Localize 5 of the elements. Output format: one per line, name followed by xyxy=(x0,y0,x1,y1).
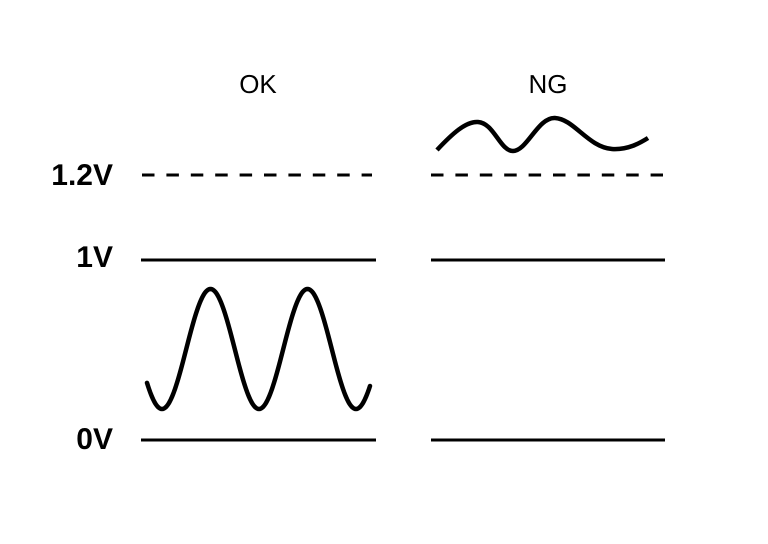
voltage-label: 1.2V xyxy=(51,161,113,191)
column-heading: NG xyxy=(528,71,568,97)
voltage-label: 0V xyxy=(76,425,113,455)
voltage-label: 1V xyxy=(76,243,113,273)
column-heading: OK xyxy=(239,71,277,97)
